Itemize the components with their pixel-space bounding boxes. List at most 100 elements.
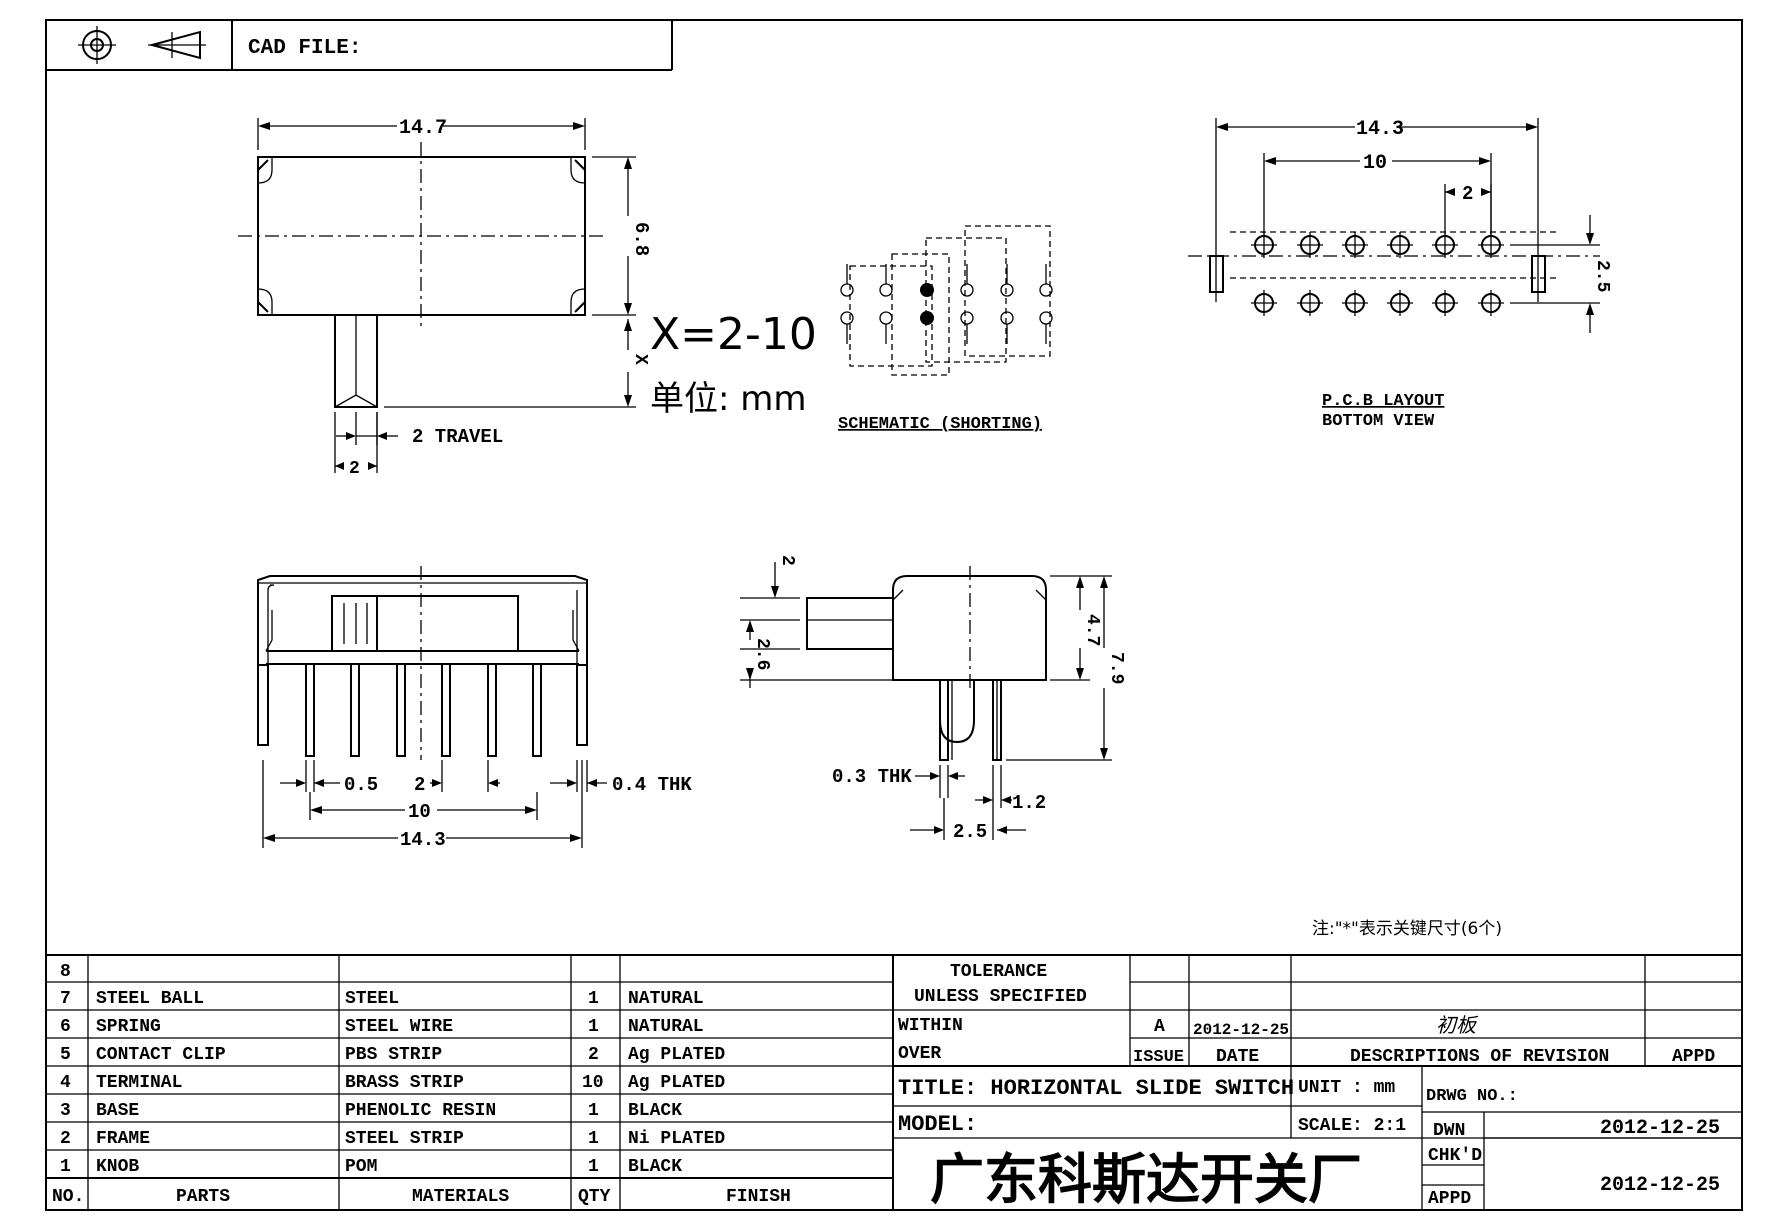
row-no: 5 <box>60 1045 71 1065</box>
chkd-date: 2012-12-25 <box>1600 1174 1720 1197</box>
header-finish: FINISH <box>726 1187 791 1207</box>
top-view: 14.7 6.8 X 2 TRAVEL 2 <box>238 117 652 479</box>
row-part: BASE <box>96 1101 139 1121</box>
front-thickness-label: 0.4 THK <box>612 774 692 796</box>
row-qty: 1 <box>588 1157 599 1177</box>
side-knob-top-dim: 2 <box>777 555 797 566</box>
revision-description: 初板 <box>1436 1013 1479 1037</box>
unit-label: UNIT : mm <box>1298 1078 1395 1098</box>
company-name: 广东科斯达开关厂 <box>930 1148 1362 1211</box>
schematic-title: SCHEMATIC (SHORTING) <box>838 415 1042 434</box>
row-no: 2 <box>60 1129 71 1149</box>
side-row-dim: 2.5 <box>953 821 987 843</box>
row-qty: 2 <box>588 1045 599 1065</box>
key-dimension-note: 注:"*"表示关键尺寸(6个) <box>1312 919 1502 939</box>
header-parts: PARTS <box>176 1187 230 1207</box>
row-no: 3 <box>60 1101 71 1121</box>
tolerance-line2: UNLESS SPECIFIED <box>914 987 1087 1007</box>
row-finish: Ag PLATED <box>628 1073 725 1093</box>
row-finish: BLACK <box>628 1157 682 1177</box>
model-label: MODEL: <box>898 1112 977 1137</box>
top-view-width-dim: 14.7 <box>399 117 447 140</box>
drawing-no-label: DRWG NO.: <box>1426 1087 1518 1106</box>
knob-width-dim: 2 <box>349 459 360 479</box>
x-range-note: X=2-10 <box>650 309 817 360</box>
row-no: 7 <box>60 989 71 1009</box>
front-pitch-dim: 2 <box>414 774 425 796</box>
pcb-row-dim: 2.5 <box>1592 260 1612 292</box>
row-no: 1 <box>60 1157 71 1177</box>
drawing-title: TITLE: HORIZONTAL SLIDE SWITCH <box>898 1076 1294 1101</box>
side-body-height-dim: 4.7 <box>1082 614 1102 646</box>
schematic-pins <box>840 264 1053 344</box>
front-view: 0.5 2 0.4 THK 10 14.3 <box>257 566 692 851</box>
pcb-pitch-dim: 2 <box>1462 183 1473 205</box>
pcb-overall-dim: 14.3 <box>1356 118 1404 141</box>
front-pin-width-dim: 0.5 <box>344 774 378 796</box>
header-block: CAD FILE: <box>46 20 673 71</box>
issue-date: 2012-12-25 <box>1193 1021 1289 1039</box>
row-material: STEEL STRIP <box>345 1129 464 1149</box>
within-label: WITHIN <box>898 1016 963 1036</box>
pcb-layout: 14.3 10 2 2.5 P.C.B LAYOUT BOTTOM VIEW <box>1188 118 1612 431</box>
header-materials: MATERIALS <box>412 1187 509 1207</box>
unit-note: 单位: mm <box>650 379 807 419</box>
appd-label: APPD <box>1672 1047 1715 1067</box>
issue-label: ISSUE <box>1133 1048 1184 1067</box>
pcb-layout-title: P.C.B LAYOUT <box>1322 392 1444 411</box>
row-no: 6 <box>60 1017 71 1037</box>
row-part: TERMINAL <box>96 1073 182 1093</box>
parts-table: 8 7 STEEL BALL STEEL 1 NATURAL 6 SPRING … <box>46 954 1742 1210</box>
row-no: 8 <box>60 962 71 982</box>
issue-value: A <box>1154 1017 1165 1037</box>
side-knob-height-dim: 2.6 <box>752 638 772 670</box>
top-view-stroke-dim: X <box>630 354 650 365</box>
row-material: BRASS STRIP <box>345 1073 464 1093</box>
row-material: PHENOLIC RESIN <box>345 1101 496 1121</box>
side-view: 2 2.6 4.7 7.9 0.3 THK 1.2 <box>740 555 1126 843</box>
chkd-label: CHK'D <box>1428 1146 1482 1166</box>
row-part: STEEL BALL <box>96 989 204 1009</box>
title-block: TOLERANCE UNLESS SPECIFIED WITHIN OVER A… <box>893 955 1742 1211</box>
pcb-span-dim: 10 <box>1363 152 1387 175</box>
header-qty: QTY <box>578 1187 611 1207</box>
row-qty: 1 <box>588 1129 599 1149</box>
third-angle-projection-icon <box>78 26 206 64</box>
row-finish: BLACK <box>628 1101 682 1121</box>
row-material: STEEL WIRE <box>345 1017 453 1037</box>
row-material: PBS STRIP <box>345 1045 442 1065</box>
row-qty: 10 <box>582 1073 604 1093</box>
travel-label: 2 TRAVEL <box>412 426 503 448</box>
row-part: KNOB <box>96 1157 139 1177</box>
side-thickness-label: 0.3 THK <box>832 766 912 788</box>
tolerance-line1: TOLERANCE <box>950 962 1047 982</box>
dwn-label: DWN <box>1433 1121 1465 1141</box>
row-qty: 1 <box>588 989 599 1009</box>
pcb-pads <box>1209 232 1546 316</box>
schematic-diagram: SCHEMATIC (SHORTING) <box>838 225 1053 434</box>
over-label: OVER <box>898 1044 941 1064</box>
top-view-height-dim: 6.8 <box>630 222 652 256</box>
row-part: SPRING <box>96 1017 161 1037</box>
row-part: CONTACT CLIP <box>96 1045 226 1065</box>
row-finish: NATURAL <box>628 1017 704 1037</box>
cad-file-label: CAD FILE: <box>248 37 361 60</box>
front-span-dim: 10 <box>408 801 431 823</box>
row-part: FRAME <box>96 1129 150 1149</box>
row-no: 4 <box>60 1073 71 1093</box>
front-view-pins <box>257 663 588 757</box>
front-overall-dim: 14.3 <box>400 829 446 851</box>
row-finish: Ni PLATED <box>628 1129 725 1149</box>
dwn-date: 2012-12-25 <box>1600 1117 1720 1140</box>
row-qty: 1 <box>588 1101 599 1121</box>
side-pin-dim: 1.2 <box>1012 792 1046 814</box>
side-overall-height-dim: 7.9 <box>1106 652 1126 684</box>
date-label: DATE <box>1216 1047 1259 1067</box>
row-qty: 1 <box>588 1017 599 1037</box>
pcb-layout-subtitle: BOTTOM VIEW <box>1322 412 1435 431</box>
row-material: POM <box>345 1157 377 1177</box>
row-finish: NATURAL <box>628 989 704 1009</box>
row-finish: Ag PLATED <box>628 1045 725 1065</box>
scale-label: SCALE: 2:1 <box>1298 1116 1406 1136</box>
